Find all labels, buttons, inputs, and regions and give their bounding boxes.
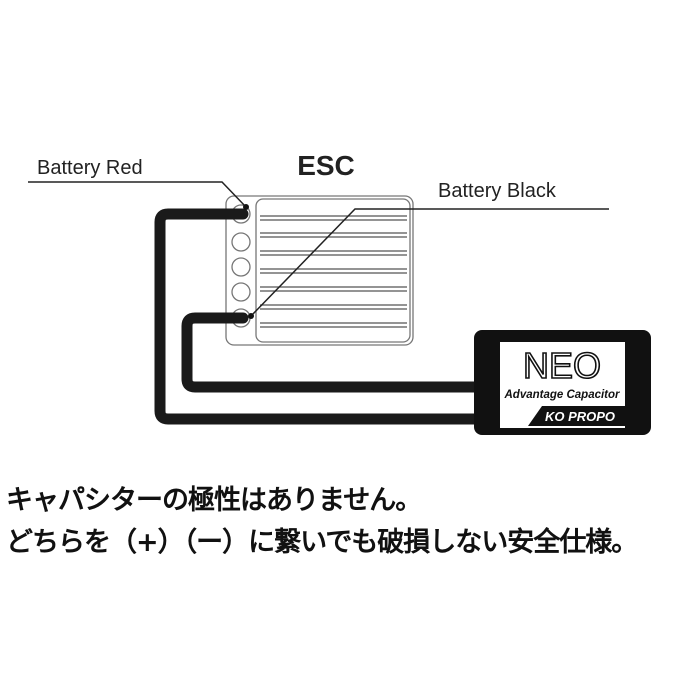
neo-capacitor: NEO Advantage Capacitor KO PROPO (474, 330, 651, 435)
battery-black-label: Battery Black (438, 180, 557, 202)
wire-red (154, 208, 494, 425)
esc-unit (225, 195, 414, 346)
kopropo-logo: KO PROPO (545, 409, 615, 424)
capacitor-subtitle: Advantage Capacitor (503, 389, 620, 401)
esc-heatsink-fins (260, 215, 407, 328)
caption-line-2: どちらを（+）（ー）に繋いでも破損しない安全仕様。 (6, 527, 638, 558)
battery-red-label: Battery Red (37, 157, 143, 179)
esc-title: ESC (297, 150, 355, 181)
battery-red-leader (28, 181, 247, 208)
caption-line-1: キャパシターの極性はありません。 (6, 485, 422, 516)
wire-black (181, 312, 494, 393)
battery-black-leader (250, 208, 609, 317)
neo-logo: NEO (523, 345, 601, 386)
